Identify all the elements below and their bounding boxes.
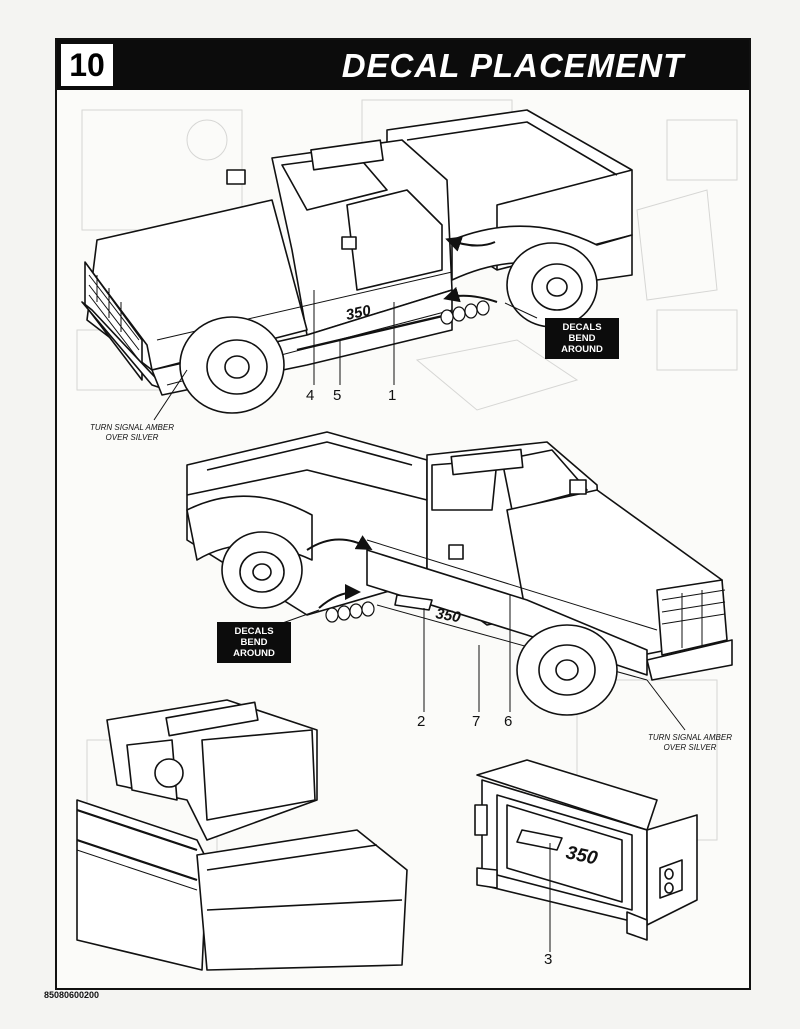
instruction-sheet: 10 DECAL PLACEMENT xyxy=(55,38,751,990)
decal-number-4: 4 xyxy=(306,387,315,404)
decal-number-6: 6 xyxy=(504,713,513,730)
turn-signal-note-upper: TURN SIGNAL AMBER OVER SILVER xyxy=(89,423,174,442)
decal-number-1: 1 xyxy=(388,387,397,404)
decal-number-2: 2 xyxy=(417,713,426,730)
decal-number-5: 5 xyxy=(333,387,342,404)
bend-arrow-upper-1 xyxy=(445,236,496,252)
tailgate-detail-illustration xyxy=(474,759,698,941)
top-truck-illustration xyxy=(81,109,633,414)
top-leader-lines xyxy=(153,290,538,421)
step-title: DECAL PLACEMENT xyxy=(341,47,685,84)
bend-arrow-lower-1 xyxy=(306,535,373,551)
middle-leader-lines xyxy=(276,595,686,731)
top-350-badge: 350 xyxy=(344,302,373,324)
decal-number-3: 3 xyxy=(544,951,553,968)
middle-truck-illustration xyxy=(186,431,733,716)
bend-arrow-upper-2 xyxy=(443,286,498,303)
decals-bend-around-callout-lower: DECALS BEND AROUND xyxy=(217,622,291,663)
turn-signal-note-lower: TURN SIGNAL AMBER OVER SILVER xyxy=(647,733,732,752)
step-number: 10 xyxy=(61,44,113,86)
step-header: 10 DECAL PLACEMENT xyxy=(57,40,749,90)
decals-bend-around-callout-upper: DECALS BEND AROUND xyxy=(545,318,619,359)
truck-line-art: 350 xyxy=(76,109,733,971)
middle-350-badge: 350 xyxy=(434,605,462,626)
bend-arrow-lower-2 xyxy=(318,584,361,609)
decal-number-7: 7 xyxy=(472,713,481,730)
part-number: 85080600200 xyxy=(44,990,100,1000)
cab-rear-detail-illustration xyxy=(76,699,408,971)
